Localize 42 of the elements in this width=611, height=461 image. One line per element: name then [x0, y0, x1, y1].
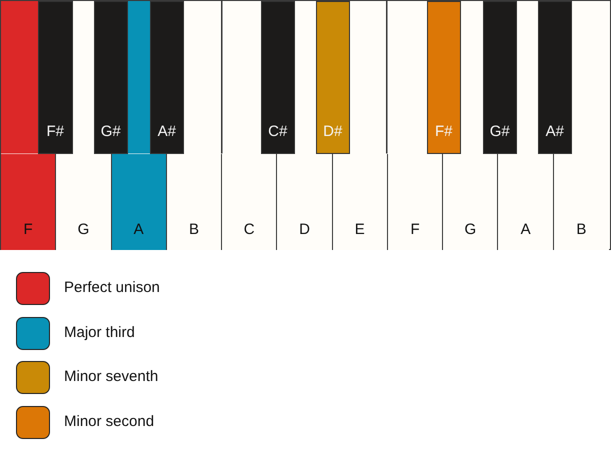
piano-sharp-key	[482, 1, 517, 154]
piano-sharp-key	[538, 1, 572, 154]
piano-sharp-key	[94, 1, 128, 154]
note-name: G	[76, 220, 90, 238]
piano-key	[222, 154, 278, 250]
note-name: C#	[267, 123, 288, 141]
piano-key	[1, 154, 56, 250]
note-name: A	[520, 220, 532, 238]
piano-key	[166, 154, 222, 250]
piano-sharp-key	[38, 1, 72, 154]
note-name: A	[132, 220, 145, 238]
note-name: F	[409, 220, 421, 238]
piano-key	[332, 154, 388, 250]
legend-label: Major third	[64, 324, 135, 342]
piano-key	[443, 154, 498, 250]
piano-key	[554, 154, 609, 250]
piano-key	[277, 154, 333, 250]
piano-sharp-key	[150, 1, 184, 154]
note-name: F	[22, 220, 34, 238]
note-name: D#	[322, 123, 344, 141]
note-name: A#	[544, 123, 565, 141]
note-name: E	[354, 220, 366, 238]
piano-key	[388, 154, 444, 250]
legend-label: Minor second	[64, 412, 154, 430]
note-name: C	[242, 220, 256, 238]
piano-sharp-key	[316, 1, 350, 154]
piano-key	[56, 154, 112, 250]
piano-key	[498, 154, 554, 250]
note-name: G#	[100, 123, 122, 141]
piano-sharp-key	[260, 1, 295, 154]
note-name: F#	[45, 123, 65, 141]
note-name: B	[188, 220, 200, 238]
note-name: F#	[434, 123, 454, 141]
legend-label: Minor seventh	[64, 368, 158, 386]
piano-sharp-key	[426, 1, 461, 154]
note-name: D	[298, 220, 311, 238]
piano-key	[112, 154, 167, 250]
legend-label: Perfect unison	[64, 279, 160, 297]
note-name: G#	[488, 123, 511, 141]
note-name: B	[575, 220, 588, 238]
note-name: G	[463, 220, 478, 238]
note-name: A#	[156, 123, 177, 141]
